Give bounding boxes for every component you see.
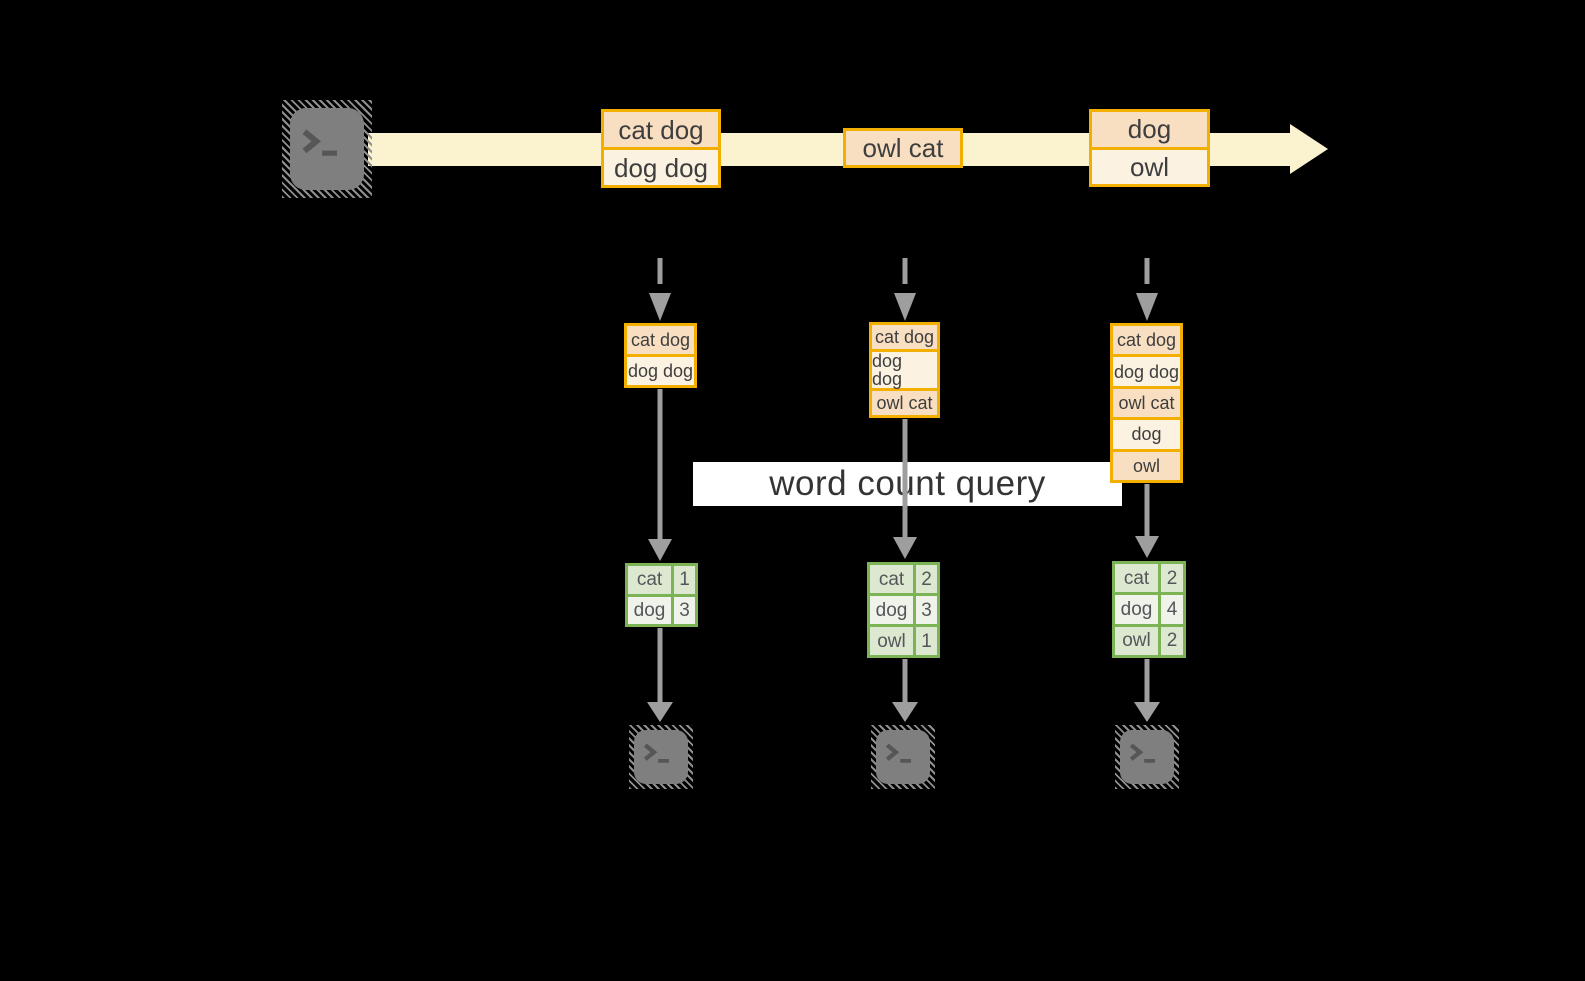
result-word: cat: [1115, 564, 1158, 593]
result-table-1: cat 1 dog 3: [625, 563, 698, 627]
query-arrow-3: [1135, 484, 1159, 558]
snapshot-row: dog dog: [872, 352, 937, 388]
dashed-arrow-3: [1136, 258, 1158, 321]
result-word: owl: [870, 627, 913, 655]
snapshot-row: dog: [1113, 420, 1180, 449]
terminal-body: [290, 108, 364, 190]
terminal-prompt-icon: [302, 129, 338, 156]
event-line: owl: [1092, 149, 1207, 184]
query-label: word count query: [769, 464, 1046, 503]
result-row: dog 3: [628, 596, 695, 624]
result-row: cat 1: [628, 566, 695, 594]
dashed-arrow-1: [649, 258, 671, 321]
query-arrow-1: [648, 389, 672, 561]
output-terminal-icon-2: [871, 725, 935, 789]
terminal-body: [1120, 730, 1174, 784]
result-count: 2: [1161, 626, 1183, 655]
snapshot-row: owl: [1113, 451, 1180, 481]
result-count: 2: [1161, 564, 1183, 593]
event-line: cat dog: [604, 112, 718, 147]
stream-arrowhead-icon: [1290, 124, 1328, 174]
output-terminal-icon-1: [629, 725, 693, 789]
snapshot-row: dog dog: [627, 357, 694, 385]
result-count: 1: [916, 627, 937, 655]
stream-event-1: cat dog dog dog: [601, 109, 721, 188]
result-word: cat: [870, 565, 913, 593]
result-row: owl 2: [1115, 626, 1183, 655]
output-arrow-3: [1134, 659, 1160, 722]
result-word: dog: [628, 596, 671, 624]
result-word: cat: [628, 566, 671, 594]
snapshot-row: owl cat: [1113, 388, 1180, 418]
snapshot-row: dog dog: [1113, 357, 1180, 386]
event-line: owl cat: [846, 131, 960, 165]
snapshot-row: cat dog: [1113, 326, 1180, 355]
result-row: cat 2: [1115, 564, 1183, 593]
terminal-body: [876, 730, 930, 784]
result-table-3: cat 2 dog 4 owl 2: [1112, 561, 1186, 658]
snapshot-table-3: cat dog dog dog owl cat dog owl: [1110, 323, 1183, 483]
output-terminal-icon-3: [1115, 725, 1179, 789]
input-terminal-icon: [282, 100, 372, 198]
terminal-prompt-icon: [1129, 743, 1155, 763]
result-word: owl: [1115, 626, 1158, 655]
snapshot-table-1: cat dog dog dog: [624, 323, 697, 388]
result-table-2: cat 2 dog 3 owl 1: [867, 562, 940, 658]
output-arrow-1: [647, 628, 673, 722]
dashed-arrow-2: [894, 258, 916, 321]
output-arrow-2: [892, 659, 918, 722]
query-banner: word count query: [693, 462, 1122, 506]
result-row: cat 2: [870, 565, 937, 593]
snapshot-table-2: cat dog dog dog owl cat: [869, 322, 940, 418]
result-word: dog: [870, 596, 913, 624]
snapshot-row: owl cat: [872, 391, 937, 415]
result-word: dog: [1115, 595, 1158, 624]
result-count: 3: [916, 596, 937, 624]
snapshot-row: cat dog: [872, 325, 937, 349]
snapshot-row: cat dog: [627, 326, 694, 354]
result-row: dog 3: [870, 596, 937, 624]
terminal-prompt-icon: [885, 743, 911, 763]
result-count: 3: [674, 596, 695, 624]
terminal-body: [634, 730, 688, 784]
stream-event-3: dog owl: [1089, 109, 1210, 187]
result-count: 1: [674, 566, 695, 594]
result-row: owl 1: [870, 627, 937, 655]
result-row: dog 4: [1115, 595, 1183, 624]
terminal-prompt-icon: [643, 743, 669, 763]
result-count: 2: [916, 565, 937, 593]
stream-event-2: owl cat: [843, 128, 963, 168]
result-count: 4: [1161, 595, 1183, 624]
event-line: dog dog: [604, 150, 718, 185]
event-line: dog: [1092, 112, 1207, 147]
